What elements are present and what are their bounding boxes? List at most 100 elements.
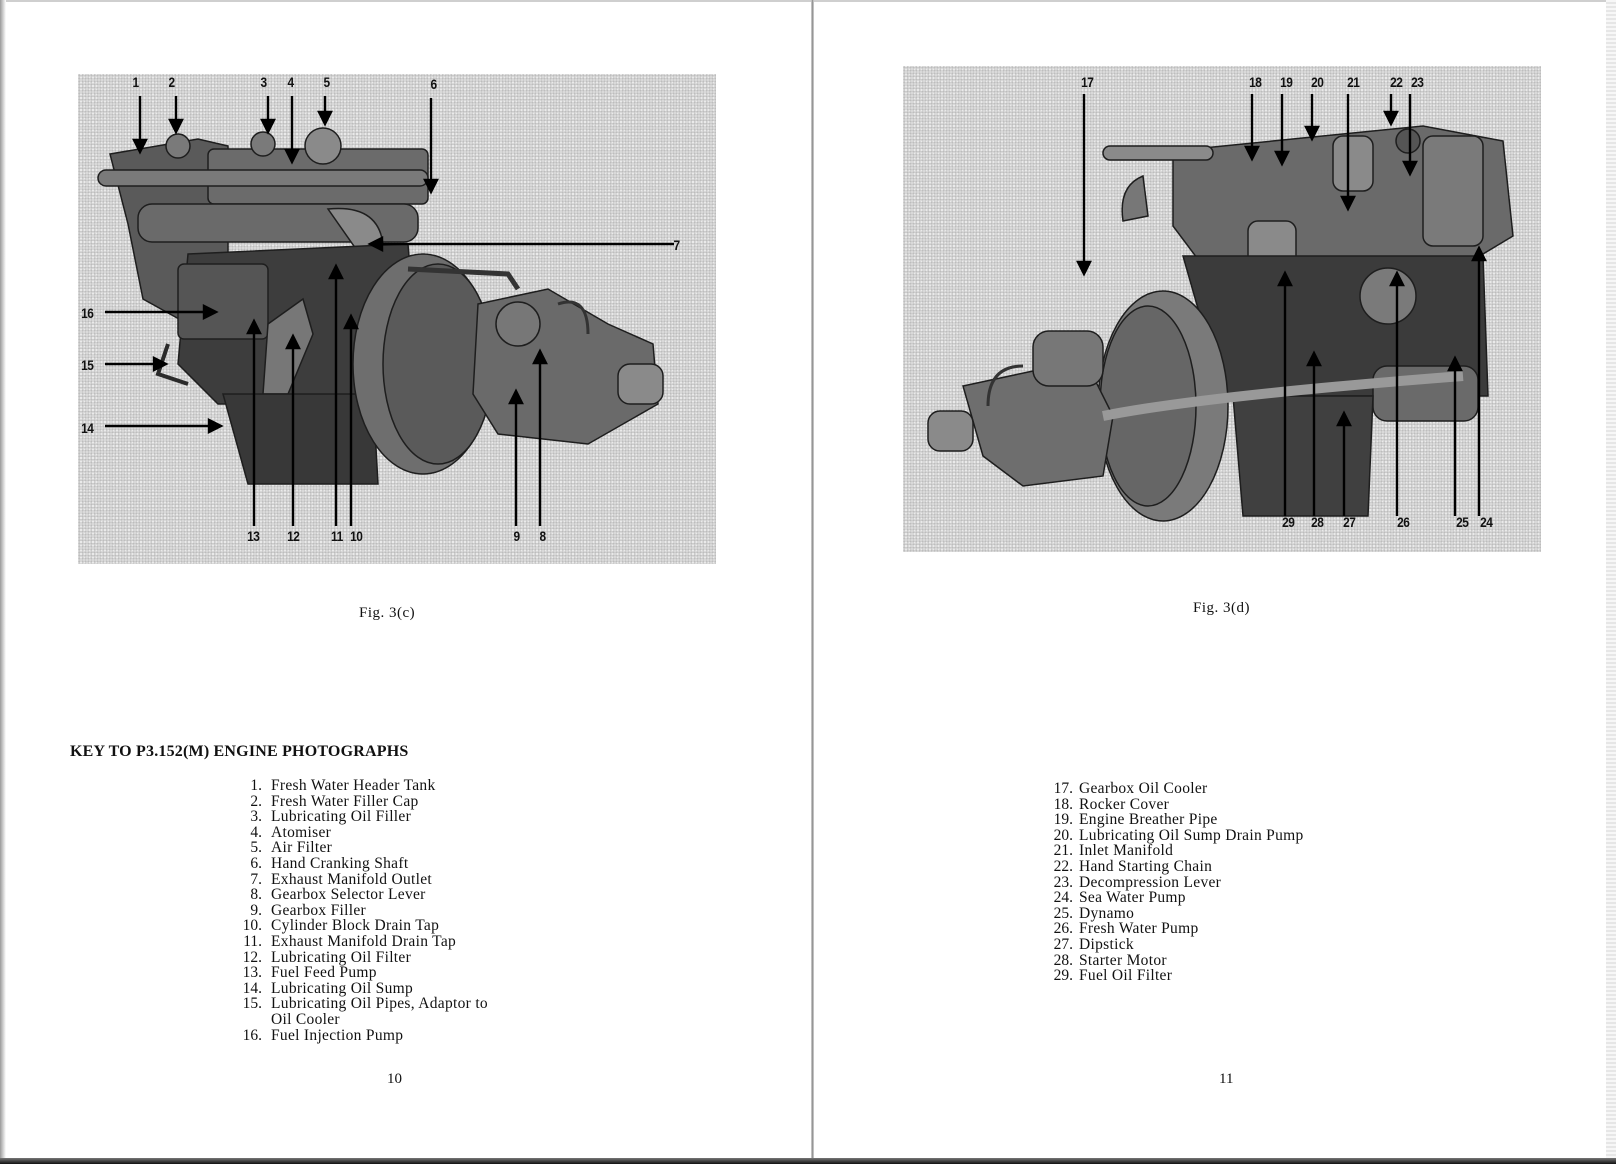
key-item-label: Oil Cooler bbox=[271, 1010, 340, 1028]
callout-number: 8 bbox=[539, 528, 547, 544]
callout-number: 18 bbox=[1249, 74, 1262, 90]
key-item-label: Inlet Manifold bbox=[1079, 842, 1174, 860]
key-item-label: Gearbox Oil Cooler bbox=[1079, 780, 1208, 797]
key-item: Oil Cooler bbox=[230, 1012, 488, 1028]
key-item-label: Fresh Water Header Tank bbox=[271, 777, 436, 794]
key-item: 17. Gearbox Oil Cooler bbox=[1044, 781, 1304, 797]
key-item-label: Fresh Water Filler Cap bbox=[271, 792, 419, 810]
key-item-number: 6. bbox=[250, 854, 262, 872]
key-item-label: Sea Water Pump bbox=[1079, 889, 1186, 907]
key-item: 26. Fresh Water Pump bbox=[1044, 921, 1304, 937]
key-item: 14. Lubricating Oil Sump bbox=[230, 981, 488, 997]
key-item-label: Decompression Lever bbox=[1079, 873, 1222, 891]
key-item-number: 24. bbox=[1053, 889, 1073, 907]
key-item-number: 27. bbox=[1053, 935, 1073, 953]
callout-number: 19 bbox=[1280, 74, 1293, 90]
callout-number: 3 bbox=[260, 74, 268, 90]
key-item-number: 22. bbox=[1053, 857, 1073, 875]
key-item: 7.Exhaust Manifold Outlet bbox=[230, 870, 488, 888]
callout-number: 26 bbox=[1397, 514, 1410, 530]
key-item-number: 11. bbox=[243, 932, 262, 950]
key-item: 15.Lubricating Oil Pipes, Adaptor to bbox=[230, 996, 488, 1012]
page-left-edge bbox=[0, 0, 6, 1164]
key-item-label: Exhaust Manifold Outlet bbox=[271, 870, 433, 888]
callout-number: 1 bbox=[132, 74, 140, 90]
callout-number: 23 bbox=[1411, 74, 1424, 90]
key-item-label: Hand Cranking Shaft bbox=[271, 854, 409, 872]
figure-caption-left: Fig. 3(c) bbox=[359, 605, 416, 621]
key-item: 22.Hand Starting Chain bbox=[1044, 859, 1304, 875]
key-item: 12.Lubricating Oil Filter bbox=[230, 949, 488, 966]
page-number-left: 10 bbox=[387, 1071, 402, 1087]
page-bottom-edge bbox=[0, 1158, 1616, 1164]
callout-number: 14 bbox=[81, 420, 94, 436]
key-item-label: Gearbox Filler bbox=[271, 901, 367, 919]
key-item-number: 14. bbox=[242, 979, 262, 997]
page-right-edge bbox=[1606, 0, 1616, 1164]
key-item-label: Lubricating Oil Filler bbox=[271, 808, 412, 826]
key-item: 4. Atomiser bbox=[230, 825, 488, 841]
engine-illustration-left bbox=[97, 96, 674, 526]
key-item-number: 19. bbox=[1053, 811, 1073, 829]
key-item: 24. Sea Water Pump bbox=[1044, 890, 1304, 906]
key-item-number bbox=[230, 1012, 262, 1028]
key-item: 10.Cylinder Block Drain Tap bbox=[230, 918, 488, 934]
callout-number: 24 bbox=[1480, 514, 1493, 530]
book-spine bbox=[811, 0, 814, 1164]
key-item-number: 26. bbox=[1053, 920, 1073, 938]
key-item: 8.Gearbox Selector Lever bbox=[230, 887, 488, 903]
key-item-label: Starter Motor bbox=[1079, 951, 1167, 969]
key-item: 13.Fuel Feed Pump bbox=[230, 965, 488, 981]
callout-number: 2 bbox=[168, 74, 176, 90]
callout-number: 4 bbox=[287, 74, 295, 90]
key-item: 5.Air Filter bbox=[230, 840, 488, 856]
callout-number: 17 bbox=[1081, 74, 1094, 90]
key-item: 19. Engine Breather Pipe bbox=[1044, 812, 1304, 828]
key-item-number: 21. bbox=[1053, 842, 1073, 860]
callout-number: 22 bbox=[1390, 74, 1403, 90]
key-item-number: 4. bbox=[250, 823, 262, 841]
key-item-label: Dipstick bbox=[1079, 935, 1134, 953]
key-item-number: 16. bbox=[242, 1026, 262, 1044]
engine-illustration-right bbox=[927, 94, 1514, 522]
callout-number: 11 bbox=[331, 528, 343, 544]
callout-number: 21 bbox=[1347, 74, 1360, 90]
key-item: 23.Decompression Lever bbox=[1044, 873, 1304, 891]
key-item-number: 17. bbox=[1053, 780, 1073, 797]
key-item-label: Fresh Water Pump bbox=[1079, 920, 1199, 938]
callout-number: 13 bbox=[247, 528, 260, 544]
figure-caption-right: Fig. 3(d) bbox=[1193, 600, 1250, 616]
key-item-number: 9. bbox=[250, 901, 262, 919]
callout-number: 9 bbox=[513, 528, 521, 544]
key-item-number: 20. bbox=[1053, 826, 1073, 844]
key-item: 21. Inlet Manifold bbox=[1044, 843, 1304, 859]
callout-number: 27 bbox=[1343, 514, 1356, 530]
key-item-label: Engine Breather Pipe bbox=[1079, 811, 1218, 829]
key-item-label: Lubricating Oil Sump bbox=[271, 979, 414, 997]
key-item: 29. Fuel Oil Filter bbox=[1044, 968, 1304, 984]
key-item-label: Dynamo bbox=[1079, 904, 1135, 922]
engine-photo-fig-3d bbox=[903, 66, 1541, 552]
key-item-label: Rocker Cover bbox=[1079, 795, 1170, 813]
callout-number: 12 bbox=[287, 528, 300, 544]
key-item-number: 2. bbox=[250, 792, 262, 810]
key-item-number: 13. bbox=[242, 964, 262, 982]
key-heading: KEY TO P3.152(M) ENGINE PHOTOGRAPHS bbox=[70, 743, 409, 760]
key-item-number: 28. bbox=[1053, 951, 1073, 969]
key-item-label: Lubricating Oil Pipes, Adaptor to bbox=[271, 995, 488, 1013]
callout-number: 25 bbox=[1456, 514, 1469, 530]
key-item: 28. Starter Motor bbox=[1044, 951, 1304, 969]
key-item: 6. Hand Cranking Shaft bbox=[230, 856, 488, 872]
key-item: 20. Lubricating Oil Sump Drain Pump bbox=[1044, 828, 1304, 844]
callout-number: 15 bbox=[81, 357, 94, 373]
key-item-label: Atomiser bbox=[271, 823, 332, 841]
key-item: 2. Fresh Water Filler Cap bbox=[230, 792, 488, 810]
key-item-label: Air Filter bbox=[271, 839, 333, 857]
callout-number: 16 bbox=[81, 305, 94, 321]
key-item-number: 8. bbox=[250, 886, 262, 904]
key-item-label: Fuel Oil Filter bbox=[1079, 967, 1173, 985]
key-item: 11.Exhaust Manifold Drain Tap bbox=[230, 934, 488, 950]
key-item-number: 29. bbox=[1053, 967, 1073, 985]
key-item-label: Lubricating Oil Sump Drain Pump bbox=[1079, 826, 1304, 844]
